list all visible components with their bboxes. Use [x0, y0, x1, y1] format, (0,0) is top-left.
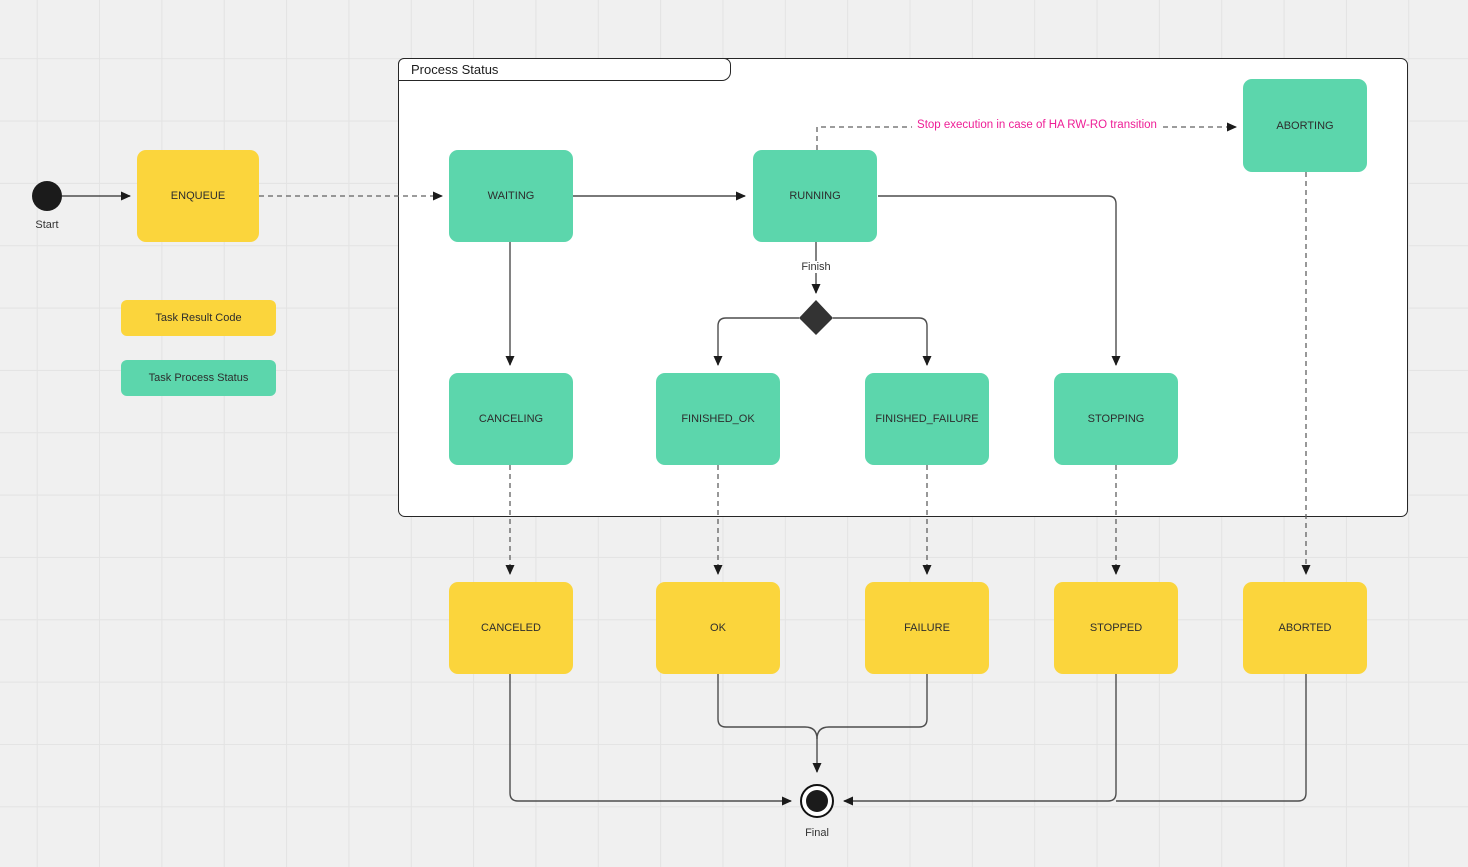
process-status-title-tab[interactable]: Process Status — [398, 58, 731, 81]
node-finished-ok-label: FINISHED_OK — [681, 413, 755, 425]
node-ok[interactable]: OK — [656, 582, 780, 674]
start-node[interactable] — [32, 181, 62, 211]
node-canceling-label: CANCELING — [478, 413, 544, 425]
edge-running-to-aborting — [816, 122, 1237, 150]
start-label: Start — [35, 219, 59, 231]
process-status-title: Process Status — [411, 62, 499, 77]
finish-edge-label: Finish — [797, 261, 835, 273]
edge-running-to-stopping — [878, 195, 1121, 366]
node-failure-label: FAILURE — [904, 622, 950, 634]
node-stopped-label: STOPPED — [1089, 622, 1143, 634]
node-finished-ok[interactable]: FINISHED_OK — [656, 373, 780, 465]
node-aborting-label: ABORTING — [1276, 119, 1334, 132]
node-stopping-label: STOPPING — [1087, 413, 1145, 425]
node-failure[interactable]: FAILURE — [865, 582, 989, 674]
legend-task-result-code-label: Task Result Code — [155, 312, 242, 324]
edge-ok-to-final — [717, 674, 822, 773]
node-ok-label: OK — [710, 622, 726, 634]
node-canceling[interactable]: CANCELING — [449, 373, 573, 465]
node-finished-failure[interactable]: FINISHED_FAILURE — [865, 373, 989, 465]
abort-note-label: Stop execution in case of HA RW-RO trans… — [912, 119, 1162, 131]
edge-stopped-to-final — [843, 674, 1117, 806]
node-stopped[interactable]: STOPPED — [1054, 582, 1178, 674]
edge-decision-to-finished-failure — [833, 317, 932, 366]
node-aborted-label: ABORTED — [1278, 622, 1332, 634]
node-enqueue[interactable]: ENQUEUE — [137, 150, 259, 242]
node-running[interactable]: RUNNING — [753, 150, 877, 242]
edge-canceled-to-final — [509, 674, 792, 806]
edge-failure-to-merge — [816, 674, 928, 740]
node-canceled-label: CANCELED — [481, 622, 541, 634]
node-aborting[interactable]: ABORTING — [1243, 79, 1367, 172]
node-canceled[interactable]: CANCELED — [449, 582, 573, 674]
node-running-label: RUNNING — [789, 190, 841, 202]
node-waiting[interactable]: WAITING — [449, 150, 573, 242]
legend-task-process-status-label: Task Process Status — [148, 372, 249, 384]
legend-task-result-code[interactable]: Task Result Code — [121, 300, 276, 336]
node-stopping[interactable]: STOPPING — [1054, 373, 1178, 465]
final-node-core — [806, 790, 828, 812]
node-enqueue-label: ENQUEUE — [170, 190, 226, 202]
node-aborted[interactable]: ABORTED — [1243, 582, 1367, 674]
edge-decision-to-finished-ok — [713, 317, 799, 366]
edge-aborted-to-merge — [1116, 674, 1307, 802]
final-node[interactable] — [800, 784, 834, 818]
legend-task-process-status[interactable]: Task Process Status — [121, 360, 276, 396]
final-label: Final — [805, 827, 829, 839]
node-waiting-label: WAITING — [487, 190, 535, 202]
node-finished-failure-label: FINISHED_FAILURE — [875, 413, 979, 425]
finish-decision-diamond[interactable] — [799, 300, 833, 335]
